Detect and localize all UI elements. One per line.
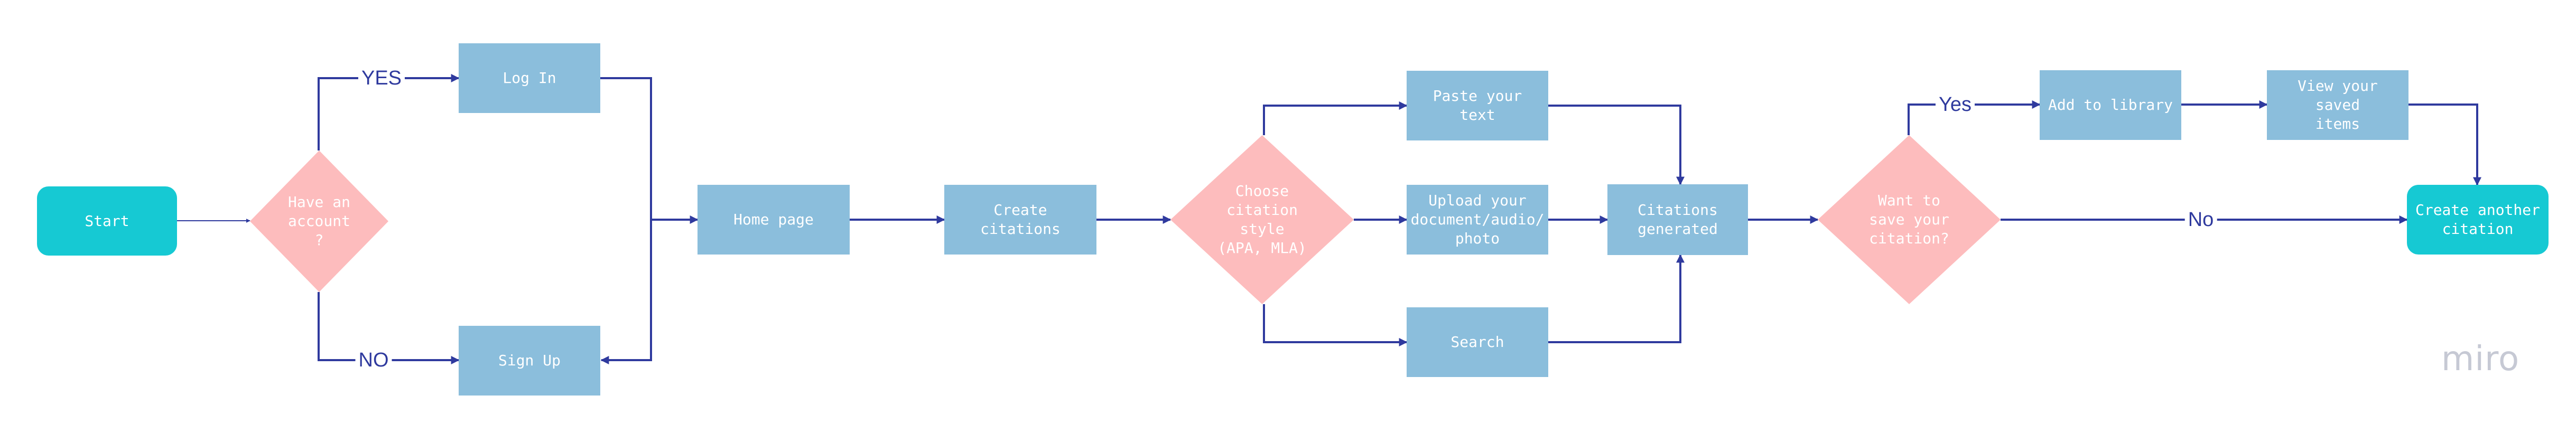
edge-login-to-home (600, 77, 699, 224)
upload-line-1: Upload your (1428, 192, 1527, 209)
create-another-line-2: citation (2442, 220, 2514, 238)
log-in-node: Log In (459, 43, 600, 113)
start-node: Start (37, 186, 177, 256)
citations-generated-line-1: Citations (1638, 201, 1718, 219)
sign-up-node: Sign Up (459, 326, 600, 396)
edge-no-to-signup (318, 292, 460, 364)
edge-choose-to-search (1263, 304, 1408, 346)
choose-style-line-2: citation (1226, 201, 1298, 219)
edge-yes-to-login (318, 74, 460, 150)
search-node: Search (1407, 307, 1548, 377)
create-another-node: Create another citation (2407, 185, 2549, 255)
add-library-node: Add to library (2040, 70, 2181, 140)
upload-line-2: document/audio/ (1410, 211, 1545, 228)
edge-label-yes-account: YES (358, 67, 405, 90)
citations-generated-node: Citations generated (1607, 184, 1748, 255)
edge-paste-to-generated (1548, 105, 1685, 185)
want-save-line-1: Want to (1877, 192, 1940, 209)
want-save-line-2: save your (1869, 211, 1949, 228)
choose-style-line-1: Choose (1235, 182, 1289, 200)
edge-yes-to-library (1908, 100, 2041, 135)
citations-generated-line-2: generated (1638, 220, 1718, 238)
have-account-line-3: ? (314, 231, 324, 249)
view-saved-node: View your saved items (2267, 70, 2408, 140)
edge-choose-to-paste (1263, 101, 1408, 135)
upload-line-3: photo (1455, 230, 1500, 247)
edge-search-to-generated (1548, 254, 1685, 343)
edge-label-no-account: NO (355, 349, 392, 372)
have-account-line-2: account (287, 212, 350, 230)
create-another-line-1: Create another (2415, 201, 2540, 219)
want-save-line-3: citation? (1869, 230, 1949, 247)
choose-style-line-3: style (1240, 220, 1285, 238)
have-account-decision: Have an account ? (250, 150, 388, 292)
view-saved-line-2: items (2315, 115, 2360, 133)
view-saved-line-1: View your saved (2298, 77, 2378, 114)
edge-label-yes-save: Yes (1936, 93, 1975, 116)
paste-text-node: Paste your text (1407, 71, 1548, 140)
create-citations-node: Create citations (944, 185, 1096, 255)
edge-view-to-another (2408, 103, 2481, 186)
miro-logo: miro (2441, 340, 2520, 379)
edge-home-to-signup (600, 220, 652, 364)
upload-node: Upload your document/audio/ photo (1407, 185, 1548, 255)
choose-style-decision: Choose citation style (APA, MLA) (1170, 135, 1354, 304)
edge-label-no-save: No (2184, 208, 2217, 231)
have-account-line-1: Have an (287, 193, 350, 211)
choose-style-line-4: (APA, MLA) (1217, 239, 1307, 257)
want-save-decision: Want to save your citation? (1818, 135, 2001, 304)
home-page-node: Home page (698, 185, 850, 255)
